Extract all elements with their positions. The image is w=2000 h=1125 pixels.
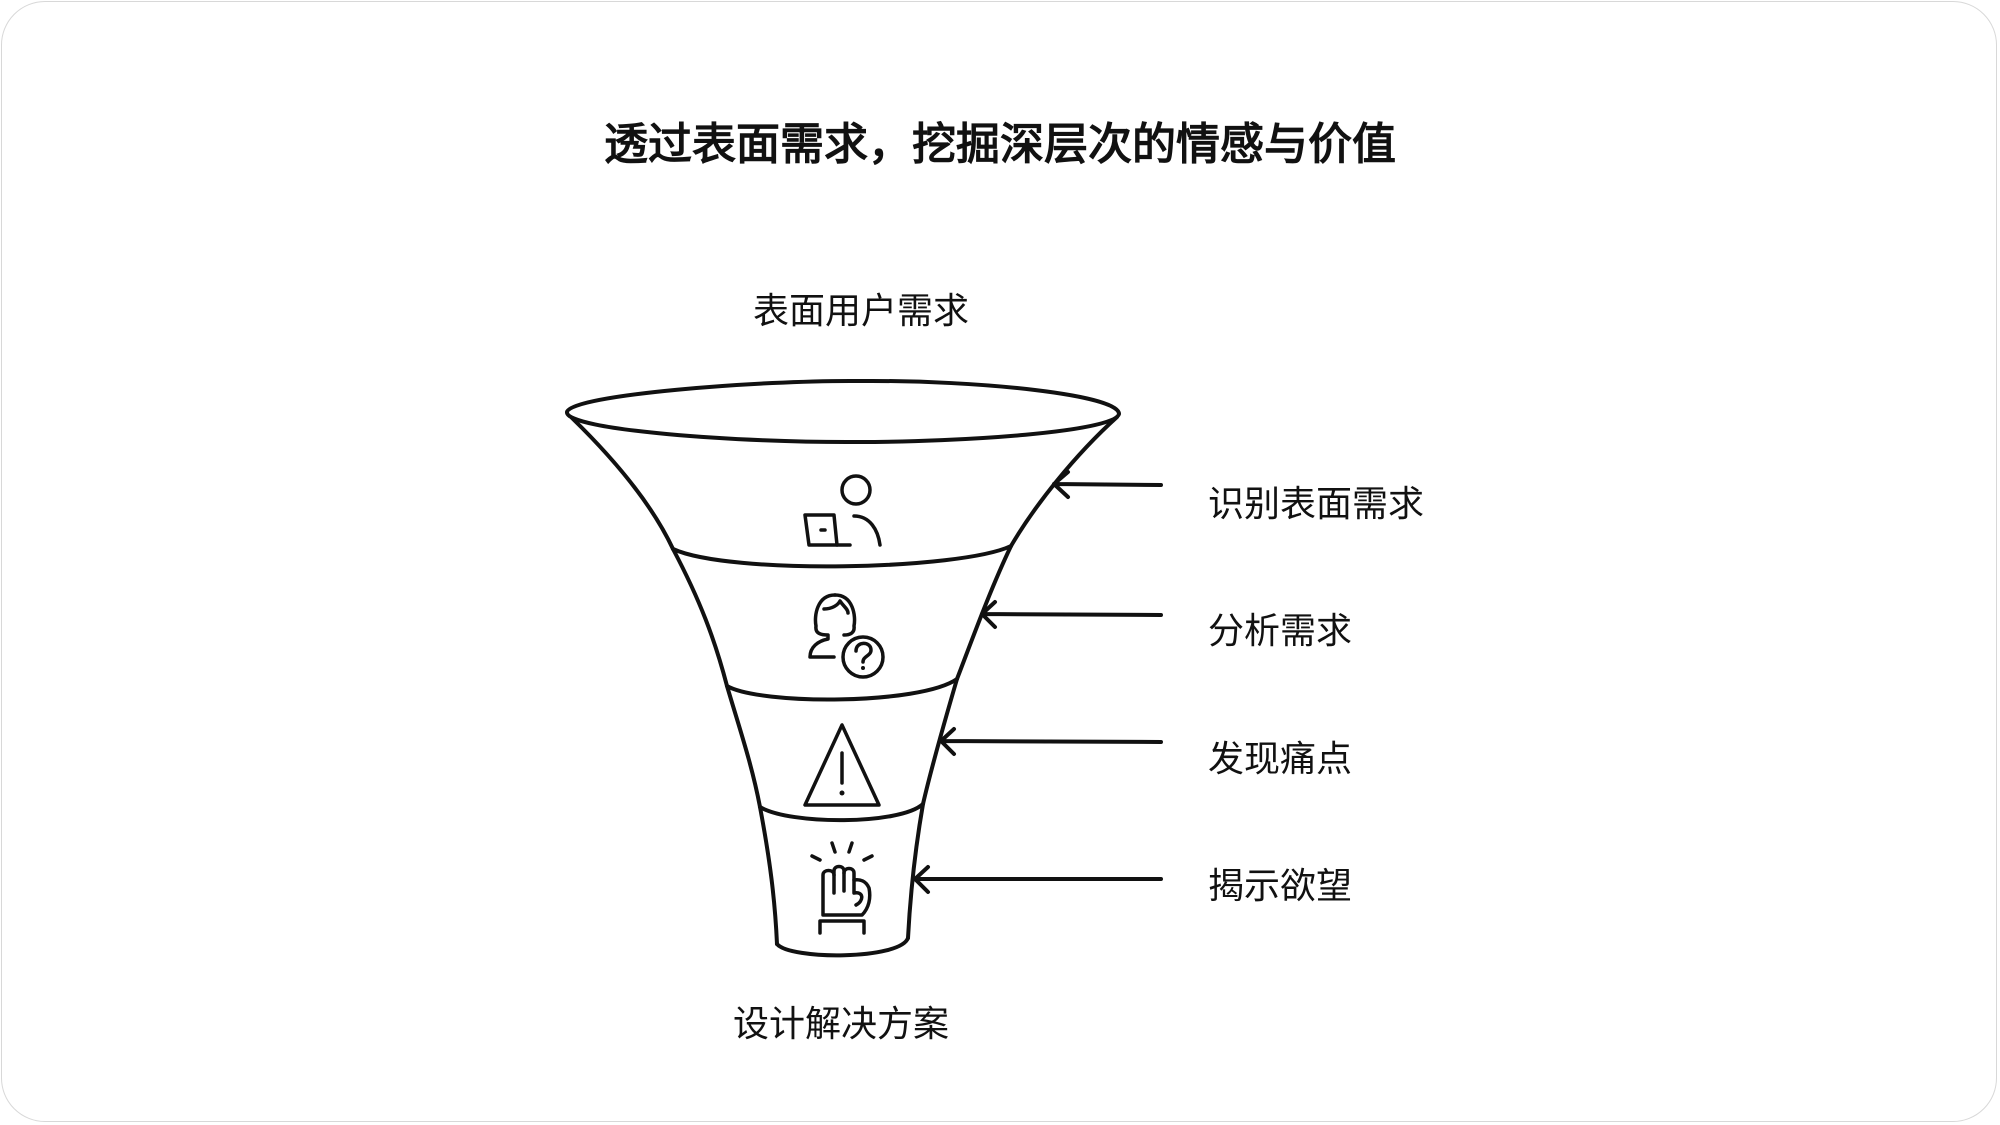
stage-label: 识别表面需求 xyxy=(1208,484,1424,525)
arrow-icon xyxy=(1052,470,1163,499)
funnel-top-label: 表面用户需求 xyxy=(753,291,969,332)
person-question-icon xyxy=(808,593,885,679)
arrow-icon xyxy=(939,727,1163,756)
stage-label: 发现痛点 xyxy=(1208,739,1352,780)
funnel-bottom-label: 设计解决方案 xyxy=(733,1004,949,1045)
stage-label: 分析需求 xyxy=(1208,611,1352,652)
stage-row-1: 识别表面需求 xyxy=(1052,470,1424,525)
stage-label: 揭示欲望 xyxy=(1208,866,1352,907)
warning-triangle-icon xyxy=(803,723,881,807)
stage-row-2: 分析需求 xyxy=(980,600,1352,652)
funnel-shape xyxy=(565,378,1122,958)
arrow-icon xyxy=(980,600,1163,629)
person-laptop-icon xyxy=(803,474,882,547)
arrow-icon xyxy=(913,865,1163,894)
diagram-title: 透过表面需求，挖掘深层次的情感与价值 xyxy=(604,119,1396,170)
stage-row-4: 揭示欲望 xyxy=(913,865,1352,907)
raised-fist-icon xyxy=(810,841,874,935)
stage-row-3: 发现痛点 xyxy=(939,727,1352,780)
